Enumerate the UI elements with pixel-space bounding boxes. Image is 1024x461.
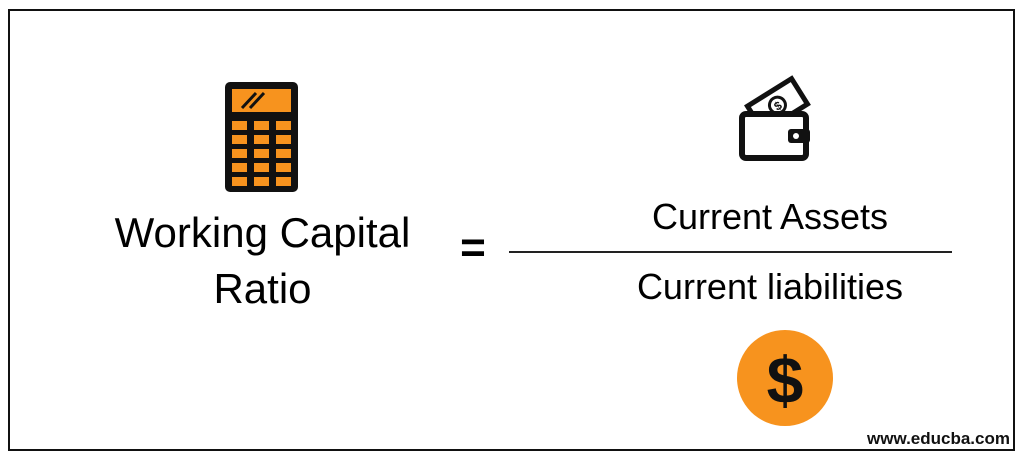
fraction-denominator: Current liabilities [636,266,904,307]
diagram-frame [8,9,1015,451]
fraction-numerator: Current Assets [651,196,889,237]
equals-sign: = [460,223,486,272]
watermark: www.educba.com [867,429,1010,448]
formula-lhs: Working Capital Ratio [80,205,445,317]
wallet-icon: $ [739,75,811,161]
dollar-coin-icon: $ [737,330,833,426]
coin-symbol: $ [767,343,804,417]
fraction-bar [509,251,952,253]
formula-lhs-line2: Ratio [213,265,312,312]
formula-lhs-line1: Working Capital [114,209,411,256]
calculator-icon [225,82,298,192]
